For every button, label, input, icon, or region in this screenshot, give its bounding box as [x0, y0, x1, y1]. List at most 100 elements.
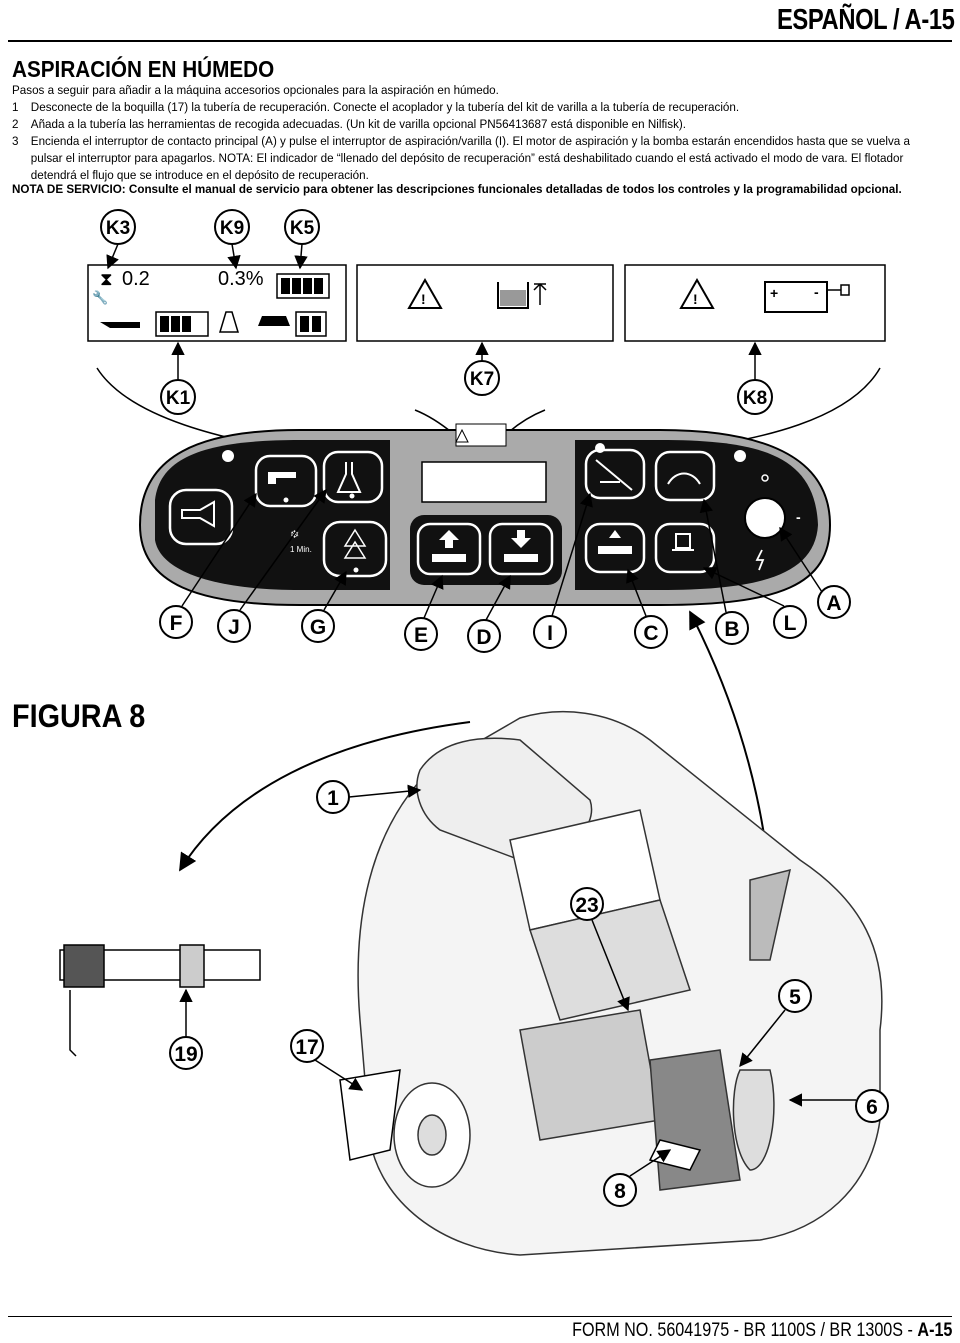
extended-scrub-button[interactable] [322, 520, 388, 578]
svg-text:D: D [476, 626, 491, 649]
step-2: 2 Añada a la tubería las herramientas de… [12, 116, 891, 133]
battery-plus: + [770, 285, 778, 301]
callout-19: 19 [169, 1036, 203, 1070]
svg-text:L: L [784, 612, 797, 635]
brush-icon [258, 316, 290, 326]
callout-i: I [533, 615, 567, 649]
svg-text:K8: K8 [743, 388, 767, 409]
warning-mark: ! [421, 291, 426, 307]
svg-text:23: 23 [575, 894, 598, 917]
svg-text:1: 1 [327, 787, 339, 810]
callout-f: F [159, 605, 193, 639]
turtle-rabbit-icon [667, 472, 701, 485]
footer-page-number: A-15 [916, 1320, 952, 1341]
scrub-mode-button[interactable] [584, 522, 646, 574]
step-text: Encienda el interruptor de contacto prin… [30, 134, 910, 148]
lightning-icon [755, 549, 765, 571]
step-number: 1 [12, 100, 19, 114]
k9-value: 0.3% [218, 268, 264, 290]
warning-icon [679, 277, 715, 309]
callout-d: D [467, 619, 501, 653]
callout-5: 5 [778, 979, 812, 1013]
detergent-button[interactable] [322, 450, 384, 504]
callout-k5: K5 [284, 209, 320, 245]
callout-k9: K9 [214, 209, 250, 245]
faucet-icon [268, 472, 296, 484]
flask-icon [336, 462, 362, 493]
control-panel [138, 423, 832, 606]
brush-up-button[interactable] [416, 522, 482, 576]
horn-icon [181, 500, 215, 528]
svg-text:19: 19 [174, 1043, 197, 1066]
warning-mark: ! [693, 291, 698, 307]
brush-down-button[interactable] [488, 522, 554, 576]
callout-8: 8 [603, 1173, 637, 1207]
vacuum-wand-button[interactable] [584, 448, 646, 500]
operator-seat-icon [672, 533, 694, 551]
down-arrow-icon [511, 530, 531, 548]
instructions: Pasos a seguir para añadir a la máquina … [12, 82, 910, 184]
callout-j: J [217, 609, 251, 643]
up-arrow-icon [439, 530, 459, 548]
callout-1: 1 [316, 780, 350, 814]
speed-button[interactable] [654, 450, 716, 502]
callout-k8: K8 [737, 379, 773, 415]
footer-rule [8, 1316, 952, 1317]
step-text: Añada a la tubería las herramientas de r… [30, 117, 687, 131]
svg-text:6: 6 [866, 1096, 878, 1119]
horn-button[interactable] [168, 488, 234, 546]
page-footer: FORM NO. 56041975 - BR 1100S / BR 1300S … [572, 1320, 952, 1342]
callout-k7: K7 [464, 360, 500, 396]
solution-button[interactable] [254, 454, 318, 508]
svg-text:K1: K1 [166, 388, 191, 409]
callout-23: 23 [570, 887, 604, 921]
svg-text:J: J [228, 616, 240, 639]
svg-text:F: F [170, 612, 183, 635]
svg-text:C: C [643, 622, 658, 645]
svg-text:G: G [310, 616, 326, 639]
key-switch[interactable] [744, 497, 786, 539]
step-3-line-2: pulsar el interruptor para apagarlos. NO… [30, 151, 904, 165]
callout-l: L [773, 605, 807, 639]
wand-icon [595, 459, 633, 491]
display-k3-k9-k5: ⧗ 0.2 0.3% 🔧 [87, 264, 347, 342]
page-header-title: ESPAÑOL / A-15 [776, 4, 954, 36]
callout-g: G [301, 609, 335, 643]
footer-form-text: FORM NO. 56041975 - BR 1100S / BR 1300S … [571, 1320, 917, 1341]
callout-e: E [404, 617, 438, 651]
display-k8: ! + - [624, 264, 886, 342]
machine-drawing [59, 710, 883, 1256]
battery-plug-icon [764, 281, 828, 313]
step-3: 3 Encienda el interruptor de contacto pr… [12, 133, 910, 150]
callout-c: C [634, 615, 668, 649]
step-1: 1 Desconecte de la boquilla (17) la tube… [12, 99, 891, 116]
indicator-led [595, 443, 605, 453]
svg-text:I: I [547, 622, 553, 645]
figure-title: FIGURA 8 [12, 699, 145, 735]
svg-text:K7: K7 [470, 369, 494, 390]
svg-text:5: 5 [789, 986, 801, 1009]
display-k7: ! [356, 264, 614, 342]
k3-value: 0.2 [122, 268, 150, 290]
indicator-led [734, 450, 746, 462]
service-note: NOTA DE SERVICIO: Consulte el manual de … [12, 182, 902, 196]
panel-display-window [421, 461, 547, 503]
warning-icon [407, 277, 443, 309]
step-3-line-3: detendrá el flujo que se introduce en el… [30, 168, 369, 182]
callout-b: B [715, 611, 749, 645]
svg-text:E: E [414, 624, 428, 647]
callout-k1: K1 [160, 379, 196, 415]
hourglass-icon: ⧗ [100, 269, 113, 289]
panel-warning-icon [455, 423, 507, 447]
seat-button[interactable] [654, 522, 716, 574]
pine-tree-icon [343, 528, 367, 559]
step-number: 2 [12, 117, 19, 131]
tank-full-icon [497, 282, 529, 309]
flask-icon [218, 311, 240, 333]
faucet-icon [100, 322, 140, 328]
callout-k3: K3 [100, 209, 136, 245]
svg-text:K3: K3 [106, 218, 130, 239]
wrench-icon: 🔧 [92, 289, 108, 305]
scrub-icon [598, 530, 632, 554]
